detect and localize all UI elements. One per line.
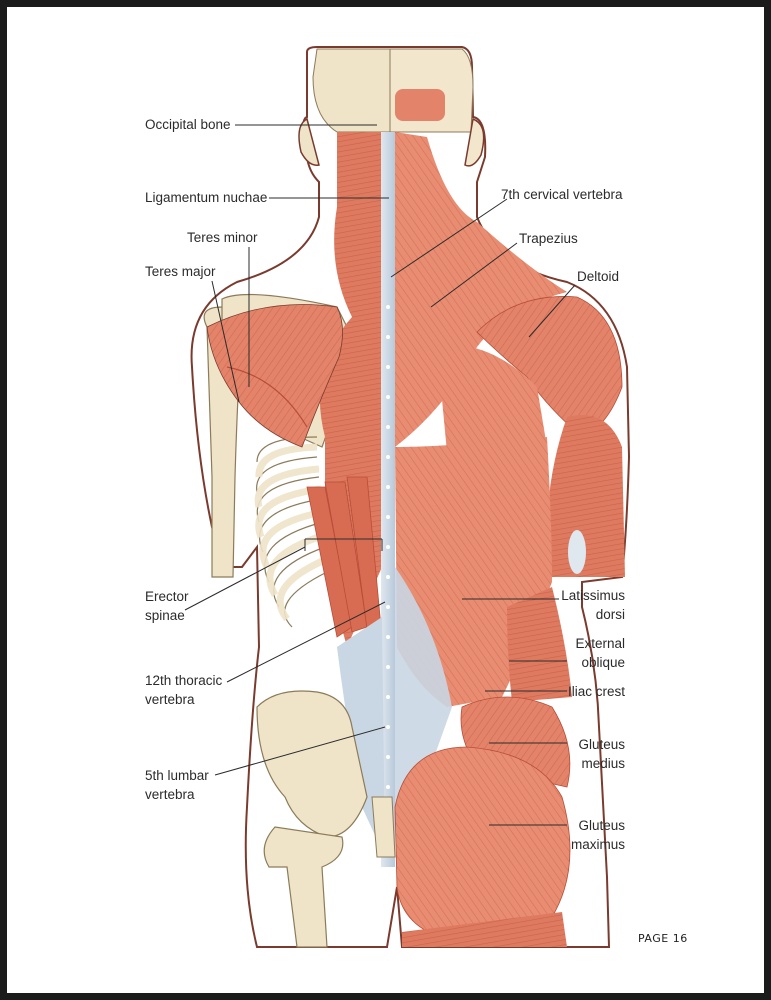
label-teres-minor: Teres minor bbox=[187, 230, 258, 245]
label-occipital-bone: Occipital bone bbox=[145, 117, 231, 132]
label-5th-lumbar-line1: 5th lumbar bbox=[145, 768, 209, 783]
right-thigh bbox=[402, 912, 567, 947]
spine-tendon bbox=[381, 132, 395, 867]
leader-lines bbox=[184, 124, 576, 826]
label-teres-major: Teres major bbox=[145, 264, 216, 279]
teres-major-band bbox=[226, 366, 308, 428]
erector-spinae-columns bbox=[306, 476, 382, 638]
page-number: PAGE 16 bbox=[638, 932, 688, 945]
vertebral-dots bbox=[386, 305, 390, 789]
label-gluteus-medius-line2: medius bbox=[581, 756, 625, 771]
label-deltoid: Deltoid bbox=[577, 269, 620, 284]
label-latissimus-line1: Latissimus bbox=[561, 588, 625, 603]
label-gluteus-maximus-line2: maximus bbox=[570, 837, 625, 852]
left-ribs-fill bbox=[254, 443, 329, 622]
label-ligamentum-nuchae: Ligamentum nuchae bbox=[145, 190, 268, 205]
skull bbox=[312, 48, 391, 133]
label-5th-lumbar-line2: vertebra bbox=[145, 787, 195, 802]
label-5th-lumbar-vertebra: 5th lumbar vertebra bbox=[145, 766, 209, 804]
right-trapezius bbox=[395, 132, 567, 447]
right-deltoid bbox=[476, 296, 623, 438]
label-latissimus-line2: dorsi bbox=[595, 607, 625, 622]
label-erector-spinae-line2: spinae bbox=[145, 608, 185, 623]
label-trapezius: Trapezius bbox=[519, 231, 578, 246]
right-ear bbox=[464, 117, 485, 167]
right-upper-arm bbox=[546, 415, 625, 577]
label-gluteus-maximus: Gluteus maximus bbox=[547, 816, 625, 854]
label-12th-thoracic-vertebra: 12th thoracic vertebra bbox=[145, 671, 222, 709]
label-gluteus-medius: Gluteus medius bbox=[547, 735, 625, 773]
label-gluteus-medius-line1: Gluteus bbox=[578, 737, 625, 752]
label-12th-thoracic-line1: 12th thoracic bbox=[145, 673, 223, 688]
right-external-oblique bbox=[507, 587, 572, 702]
label-erector-spinae-line1: Erector bbox=[145, 589, 189, 604]
label-erector-spinae: Erector spinae bbox=[145, 587, 189, 625]
label-external-oblique-line1: External bbox=[575, 636, 625, 651]
left-ribs bbox=[256, 436, 328, 628]
right-lumbar-fascia bbox=[395, 567, 452, 807]
anatomy-figure bbox=[184, 46, 631, 948]
occipital-muscle bbox=[395, 89, 445, 121]
label-gluteus-maximus-line1: Gluteus bbox=[578, 818, 625, 833]
sacrum bbox=[371, 796, 396, 858]
elbow-tendon bbox=[568, 530, 586, 574]
label-iliac-crest: Iliac crest bbox=[567, 684, 625, 699]
right-gluteus-maximus bbox=[394, 746, 571, 940]
right-infraspinatus bbox=[437, 345, 547, 454]
left-pelvis bbox=[256, 690, 368, 838]
label-latissimus-dorsi: Latissimus dorsi bbox=[547, 586, 625, 624]
label-external-oblique: External oblique bbox=[547, 634, 625, 672]
page: Occipital bone Ligamentum nuchae Teres m… bbox=[7, 7, 764, 993]
label-external-oblique-line2: oblique bbox=[581, 655, 625, 670]
left-femur bbox=[263, 826, 344, 948]
left-teres-muscles bbox=[206, 304, 343, 448]
label-12th-thoracic-line2: vertebra bbox=[145, 692, 195, 707]
label-7th-cervical-vertebra: 7th cervical vertebra bbox=[501, 187, 623, 202]
